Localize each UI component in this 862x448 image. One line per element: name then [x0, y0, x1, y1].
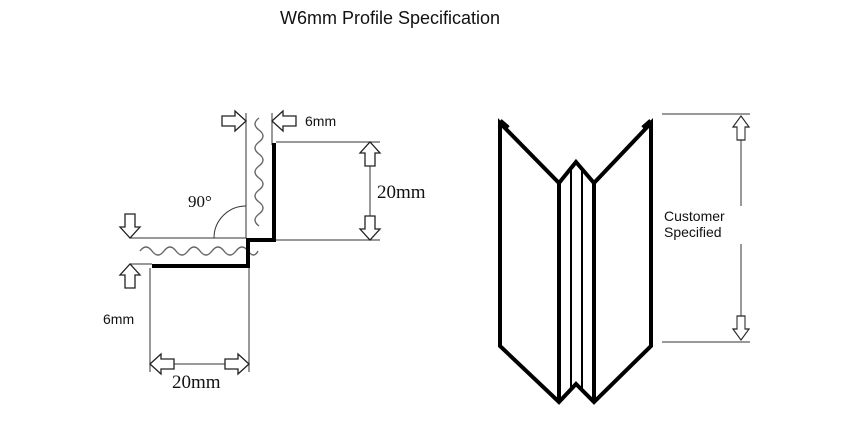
- height-label: 20mm: [377, 182, 426, 203]
- height-arrow-up-icon: [359, 141, 381, 167]
- right-end-cap: [641, 119, 653, 130]
- lower-tile-hatch: [139, 246, 259, 256]
- thickness-left-label: 6mm: [103, 311, 134, 327]
- angle-arc: [213, 205, 247, 239]
- length-label-line2: Specified: [664, 224, 722, 240]
- height-arrow-down-icon: [359, 215, 381, 241]
- thickness-top-label: 6mm: [305, 113, 336, 129]
- angle-label: 90°: [188, 192, 212, 211]
- length-arrow-up-icon: [732, 115, 750, 141]
- width-arrow-right-icon: [224, 353, 250, 375]
- length-label-line1: Customer: [664, 208, 725, 224]
- width-label: 20mm: [172, 372, 221, 393]
- page-title: W6mm Profile Specification: [279, 8, 501, 28]
- thickness-arrow-right-icon: [271, 110, 297, 132]
- upper-tile-hatch: [254, 117, 264, 227]
- cross-section: 90° 6mm 20mm 6mm 20mm: [103, 110, 426, 393]
- corner-trim-outline: [498, 117, 653, 405]
- thickness-arrow-down-icon: [119, 213, 141, 239]
- width-arrow-left-icon: [149, 353, 175, 375]
- length-arrow-down-icon: [732, 315, 750, 341]
- thickness-arrow-up-icon: [119, 263, 141, 289]
- corner-view: Customer Specified: [498, 113, 750, 405]
- w-profile-section: [152, 143, 276, 268]
- left-end-cap: [498, 119, 510, 130]
- thickness-arrow-left-icon: [221, 110, 247, 132]
